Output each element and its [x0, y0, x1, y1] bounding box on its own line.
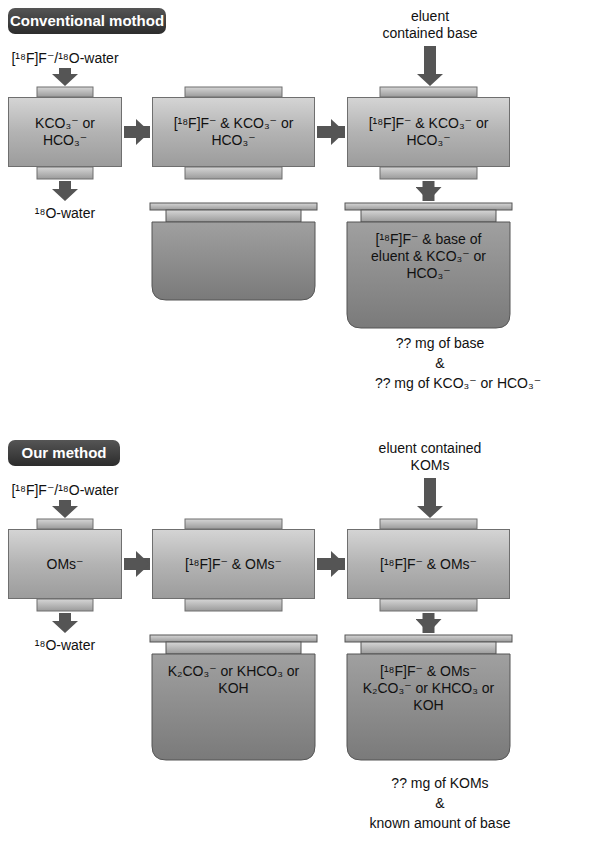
box-text: K₂CO₃⁻ or KHCO₃ or KOH [160, 663, 307, 697]
section-title: Conventional mothod [10, 12, 164, 30]
collection-vial: [¹⁸F]F⁻ & OMs⁻ K₂CO₃⁻ or KHCO₃ or KOH [347, 635, 510, 760]
annotation-text: ¹⁸O-water [10, 205, 120, 222]
cartridge-box: OMs⁻ [8, 529, 122, 599]
annotation-text: ?? mg of base [345, 335, 535, 352]
box-text: OMs⁻ [17, 556, 113, 573]
collection-vial: [¹⁸F]F⁻ & base of eluent & KCO₃⁻ or HCO₃… [347, 203, 510, 328]
annotation-text: [¹⁸F]F⁻/¹⁸O-water [0, 482, 130, 499]
annotation-text: ?? mg of KOMs [345, 775, 535, 792]
annotation-text: known amount of base [330, 815, 550, 832]
flow-arrow [423, 613, 435, 633]
cartridge-box: [¹⁸F]F⁻ & OMs⁻ [347, 529, 510, 599]
cartridge-box: [¹⁸F]F⁻ & OMs⁻ [152, 529, 315, 599]
cartridge-box: KCO₃⁻ or HCO₃⁻ [8, 97, 122, 167]
annotation-text: ?? mg of KCO₃⁻ or HCO₃⁻ [348, 375, 568, 392]
box-text: [¹⁸F]F⁻ & KCO₃⁻ or HCO₃⁻ [356, 115, 501, 149]
collection-vial: K₂CO₃⁻ or KHCO₃ or KOH [152, 635, 315, 760]
flow-arrow [423, 181, 435, 201]
flow-arrow [124, 558, 150, 570]
cartridge-box: [¹⁸F]F⁻ & KCO₃⁻ or HCO₃⁻ [347, 97, 510, 167]
flow-arrow [317, 558, 345, 570]
annotation-text: & [420, 795, 460, 812]
box-text: [¹⁸F]F⁻ & base of eluent & KCO₃⁻ or HCO₃… [355, 231, 502, 281]
flow-arrow [124, 126, 150, 138]
cartridge-box: [¹⁸F]F⁻ & KCO₃⁻ or HCO₃⁻ [152, 97, 315, 167]
annotation-text: eluent contained base [380, 8, 480, 42]
annotation-text: [¹⁸F]F⁻/¹⁸O-water [0, 50, 130, 67]
annotation-text: eluent contained KOMs [374, 440, 486, 474]
section-title: Our method [22, 444, 107, 462]
box-text: KCO₃⁻ or HCO₃⁻ [17, 115, 113, 149]
box-text: [¹⁸F]F⁻ & OMs⁻ [356, 556, 501, 573]
box-text: [¹⁸F]F⁻ & OMs⁻ [161, 556, 306, 573]
empty-vial [150, 203, 317, 300]
flow-arrow [317, 126, 345, 138]
annotation-text: & [420, 355, 460, 372]
section-header: Our method [8, 440, 120, 466]
box-text: [¹⁸F]F⁻ & OMs⁻ K₂CO₃⁻ or KHCO₃ or KOH [355, 663, 502, 713]
vial-outline [152, 635, 315, 760]
annotation-text: ¹⁸O-water [10, 637, 120, 654]
box-text: [¹⁸F]F⁻ & KCO₃⁻ or HCO₃⁻ [161, 115, 306, 149]
section-header: Conventional mothod [8, 8, 166, 34]
